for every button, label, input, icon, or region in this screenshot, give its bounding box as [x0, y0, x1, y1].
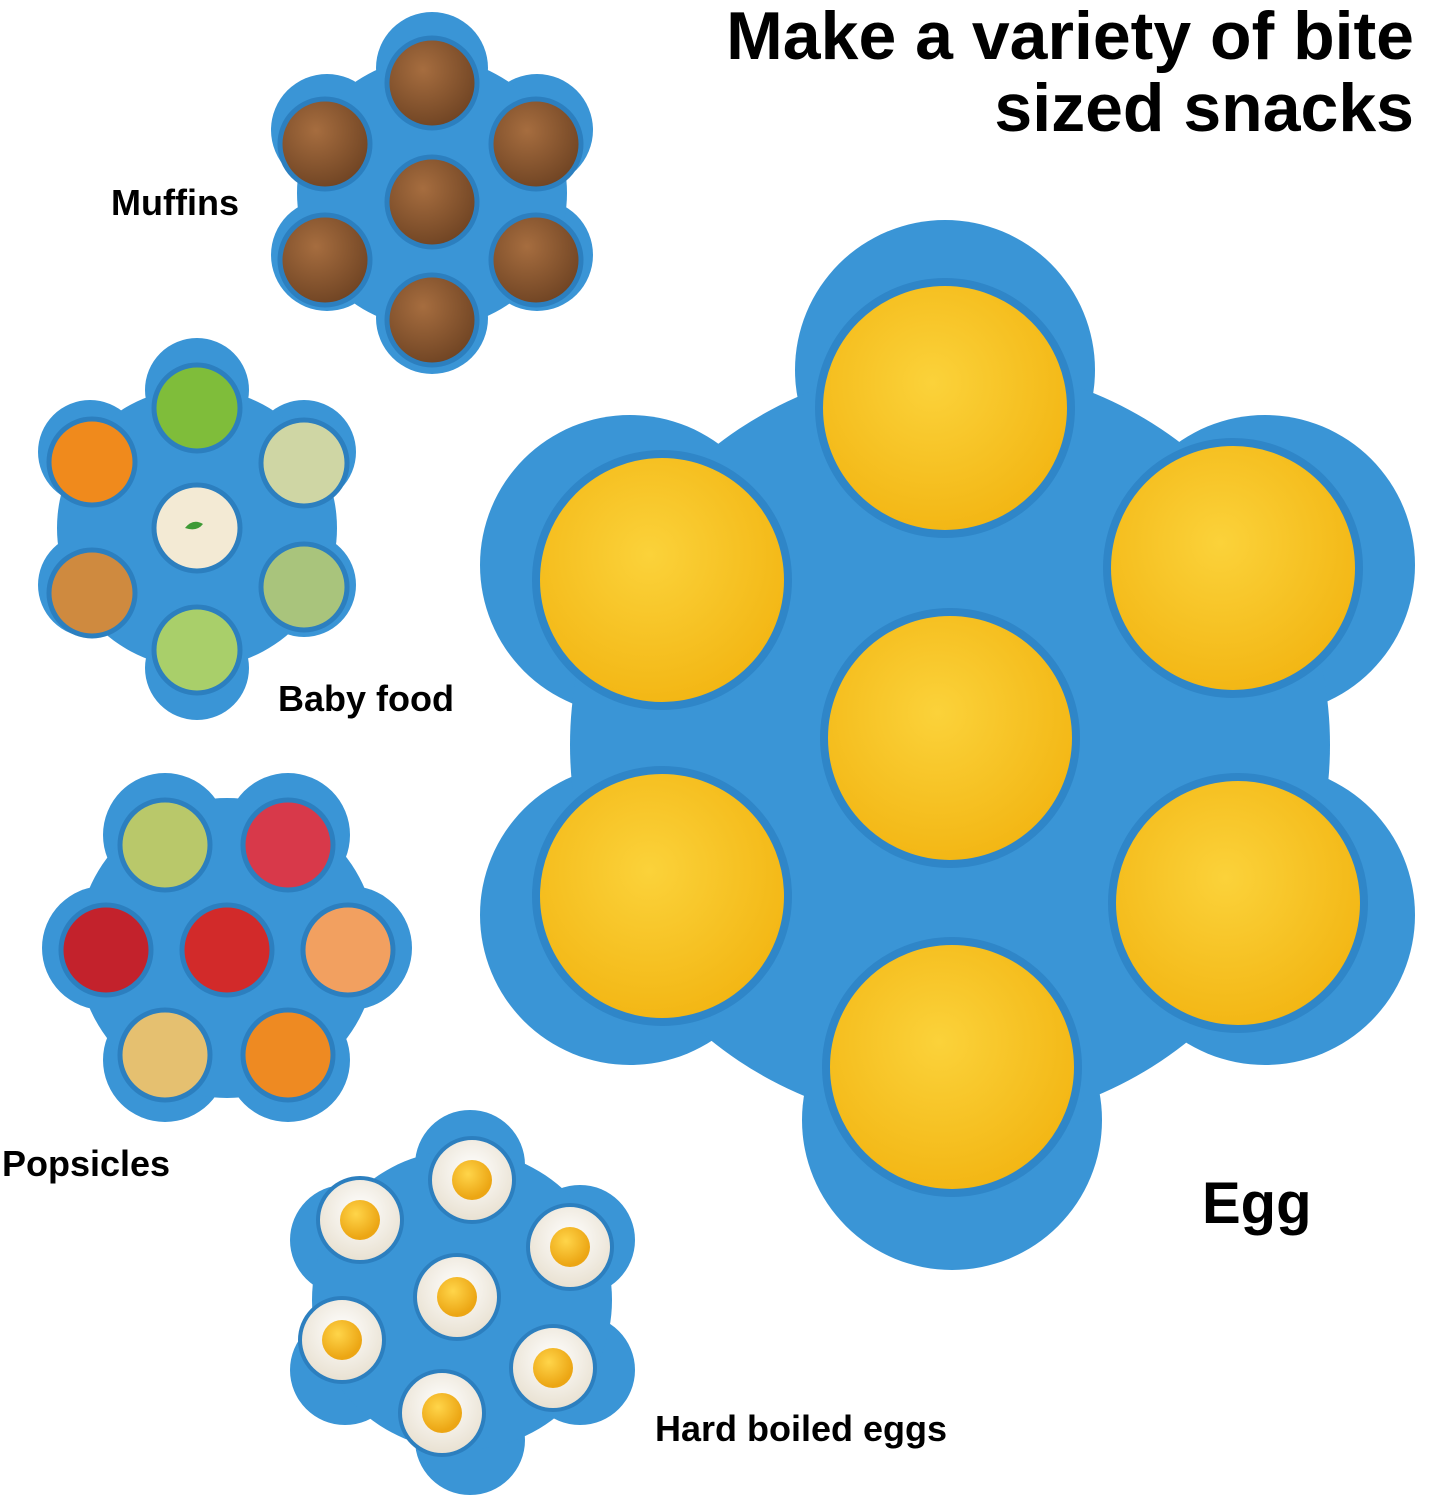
label-popsicles: Popsicles — [2, 1143, 171, 1184]
headline-line-1: Make a variety of bite — [726, 0, 1414, 74]
label-hard-boiled-eggs: Hard boiled eggs — [655, 1408, 948, 1449]
headline-line-2: sized snacks — [994, 70, 1414, 146]
baby-food-tray — [38, 338, 356, 720]
muffin-tray — [271, 12, 593, 374]
egg-tray — [480, 220, 1415, 1270]
label-baby-food: Baby food — [278, 678, 454, 719]
headline: Make a variety of bite sized snacks — [594, 0, 1414, 144]
hard-boiled-eggs-tray — [290, 1110, 635, 1495]
label-muffins: Muffins — [111, 182, 239, 223]
label-egg: Egg — [1202, 1171, 1312, 1236]
popsicle-tray — [42, 773, 412, 1122]
